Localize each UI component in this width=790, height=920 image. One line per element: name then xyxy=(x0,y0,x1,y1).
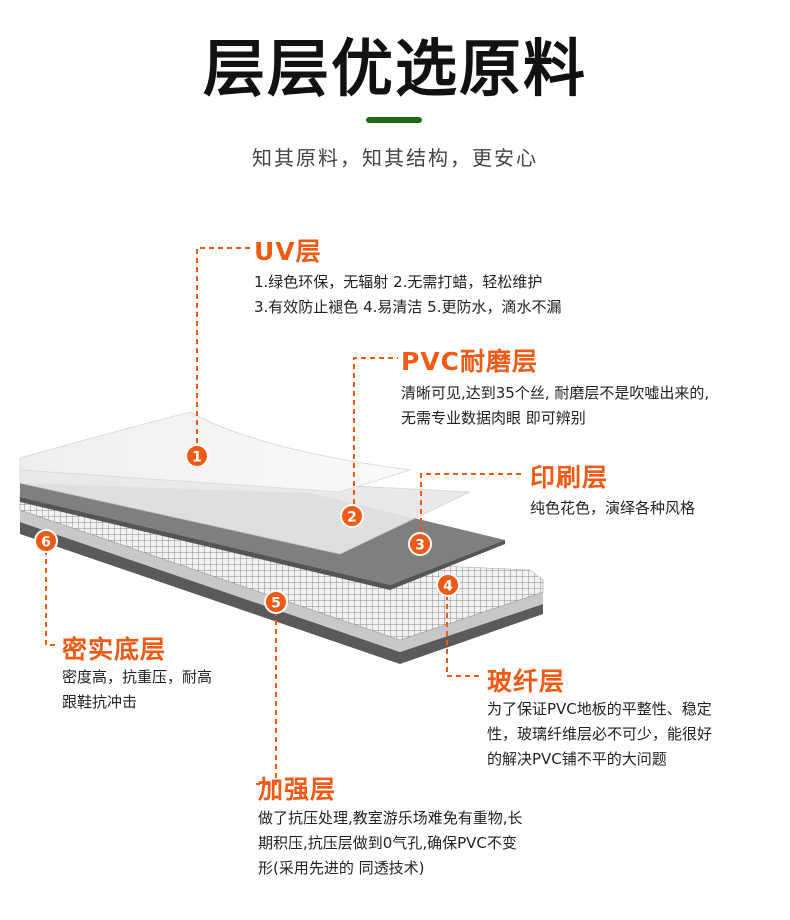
layer-3-title: 印刷层 xyxy=(530,463,609,492)
badge-6-icon: 6 xyxy=(34,529,58,553)
layer-5-title: 加强层 xyxy=(258,775,337,804)
layer-2-desc-2: 无需专业数据肉眼 即可辨别 xyxy=(401,409,586,427)
badge-1-label: 1 xyxy=(192,450,202,466)
layer-3-desc-1: 纯色花色，演绎各种风格 xyxy=(530,499,696,517)
title-underline xyxy=(366,117,422,123)
badge-4-icon: 4 xyxy=(436,573,460,597)
layer-6-desc-2: 跟鞋抗冲击 xyxy=(62,693,138,711)
layer-2-desc-1: 清晰可见,达到35个丝, 耐磨层不是吹嘘出来的, xyxy=(401,384,710,402)
layer-5-desc-2: 期积压,抗压层做到0气孔,确保PVC不变 xyxy=(258,834,517,852)
layer-4-desc-2: 性，玻璃纤维层必不可少，能很好 xyxy=(487,725,713,743)
leader-1 xyxy=(196,247,252,452)
layer-1-title: UV层 xyxy=(254,237,322,266)
badge-2-label: 2 xyxy=(347,510,357,526)
page-subtitle: 知其原料，知其结构，更安心 xyxy=(252,146,538,170)
badge-5-label: 5 xyxy=(271,596,281,612)
page-title: 层层优选原料 xyxy=(202,32,587,105)
leader-4 xyxy=(446,586,482,677)
layer-5-desc-3: 形(采用先进的 同透技术) xyxy=(258,859,425,877)
leader-2 xyxy=(353,357,398,513)
layer-4-desc-3: 的解决PVC铺不平的大问题 xyxy=(487,750,667,768)
layer-1-uv xyxy=(19,411,411,493)
badge-3-icon: 3 xyxy=(408,532,432,556)
badge-2-icon: 2 xyxy=(340,504,364,528)
layer-5-desc-1: 做了抗压处理,教室游乐场难免有重物,长 xyxy=(258,809,523,827)
layer-4-title: 玻纤层 xyxy=(487,667,566,696)
leader-5 xyxy=(256,602,277,785)
badge-3-label: 3 xyxy=(415,538,425,554)
layer-1-desc-1: 1.绿色环保，无辐射 2.无需打蜡，轻松维护 xyxy=(254,273,543,291)
leader-lines xyxy=(45,247,524,785)
badge-6-label: 6 xyxy=(41,535,51,551)
badge-5-icon: 5 xyxy=(264,590,288,614)
layer-4-desc-1: 为了保证PVC地板的平整性、稳定 xyxy=(487,700,712,718)
badge-4-label: 4 xyxy=(443,579,453,595)
layer-2-title: PVC耐磨层 xyxy=(401,347,539,376)
layer-1-desc-2: 3.有效防止褪色 4.易清洁 5.更防水，滴水不漏 xyxy=(254,298,562,316)
leader-3 xyxy=(420,473,524,541)
layer-6-title: 密实底层 xyxy=(62,635,167,664)
layer-6-desc-1: 密度高，抗重压，耐高 xyxy=(62,668,213,686)
leader-6 xyxy=(45,541,58,646)
badge-1-icon: 1 xyxy=(185,444,209,468)
